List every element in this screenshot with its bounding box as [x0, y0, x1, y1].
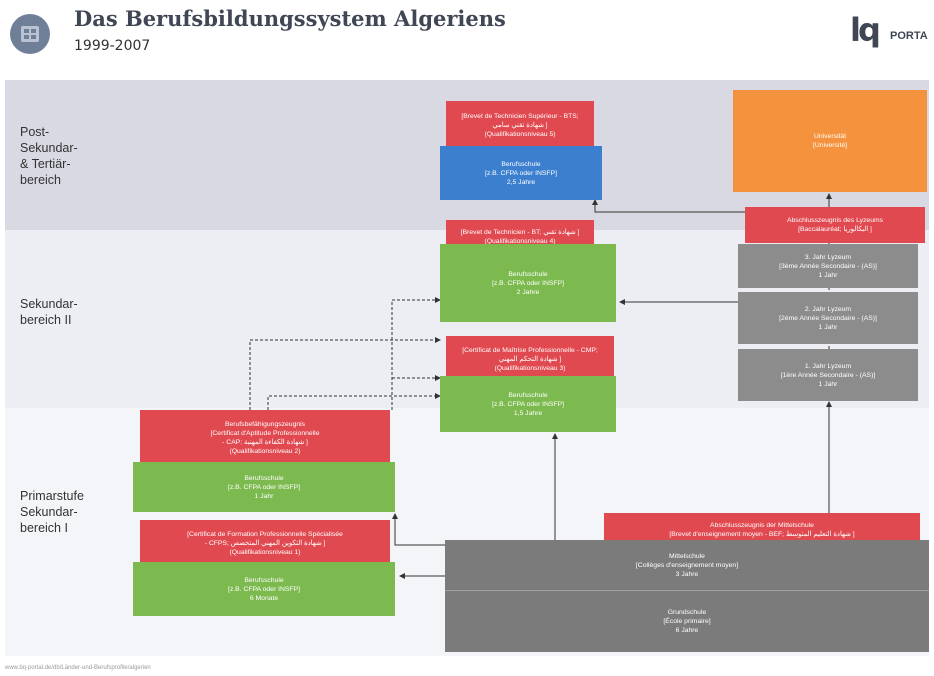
- band-label-secondary-2: Sekundar- bereich II: [20, 297, 78, 327]
- cap-certificate-box: Berufsbefähigungszeugnis [Certificat d'A…: [140, 410, 390, 466]
- brand-porta-text: PORTA: [890, 30, 928, 42]
- grundschule-box: Grundschule [École primaire] 6 Jahre: [445, 590, 929, 652]
- footer-url: www.bq-portal.de/db/Länder-und-Berufspro…: [5, 665, 151, 671]
- logo-badge-icon: [10, 14, 50, 54]
- bt-school-box: Berufsschule [z.B. CFPA oder INSFP] 2 Ja…: [440, 244, 616, 322]
- cmp-certificate-box: [Certificat de Maîtrise Professionnelle …: [446, 336, 614, 382]
- bq-porta-logo: lq PORTA: [850, 12, 930, 52]
- page-title: Das Berufsbildungssystem Algeriens: [74, 6, 506, 31]
- page-subtitle: 1999-2007: [74, 38, 151, 54]
- lyzeum-year-2-box: 2. Jahr Lyzeum [2ème Année Secondaire - …: [738, 292, 918, 344]
- bts-school-box: Berufsschule [z.B. CFPA oder INSFP] 2,5 …: [440, 146, 602, 200]
- lyzeum-year-1-box: 1. Jahr Lyzeum [1ère Année Secondaire - …: [738, 349, 918, 401]
- brand-lq-text: lq: [850, 11, 881, 49]
- baccalaureate-box: Abschlusszeugnis des Lyzeums [Baccalauré…: [745, 207, 925, 243]
- cmp-school-box: Berufsschule [z.B. CFPA oder INSFP] 1,5 …: [440, 376, 616, 432]
- cfps-school-box: Berufsschule [z.B. CFPA oder INSFP] 6 Mo…: [133, 562, 395, 616]
- university-box: Universität [Université]: [733, 90, 927, 192]
- lyzeum-year-3-box: 3. Jahr Lyzeum [3ème Année Secondaire - …: [738, 244, 918, 288]
- mittelschule-box: Mittelschule [Collèges d'enseignement mo…: [445, 540, 929, 590]
- cfps-certificate-box: [Certificat de Formation Professionnelle…: [140, 520, 390, 566]
- band-label-primary: Primarstufe Sekundar- bereich I: [20, 489, 84, 535]
- bts-certificate-box: [Brevet de Technicien Supérieur - BTS; ش…: [446, 101, 594, 149]
- band-label-tertiary: Post- Sekundar- & Tertiär- bereich: [20, 125, 78, 187]
- cap-school-box: Berufsschule [z.B. CFPA oder INSFP] 1 Ja…: [133, 462, 395, 512]
